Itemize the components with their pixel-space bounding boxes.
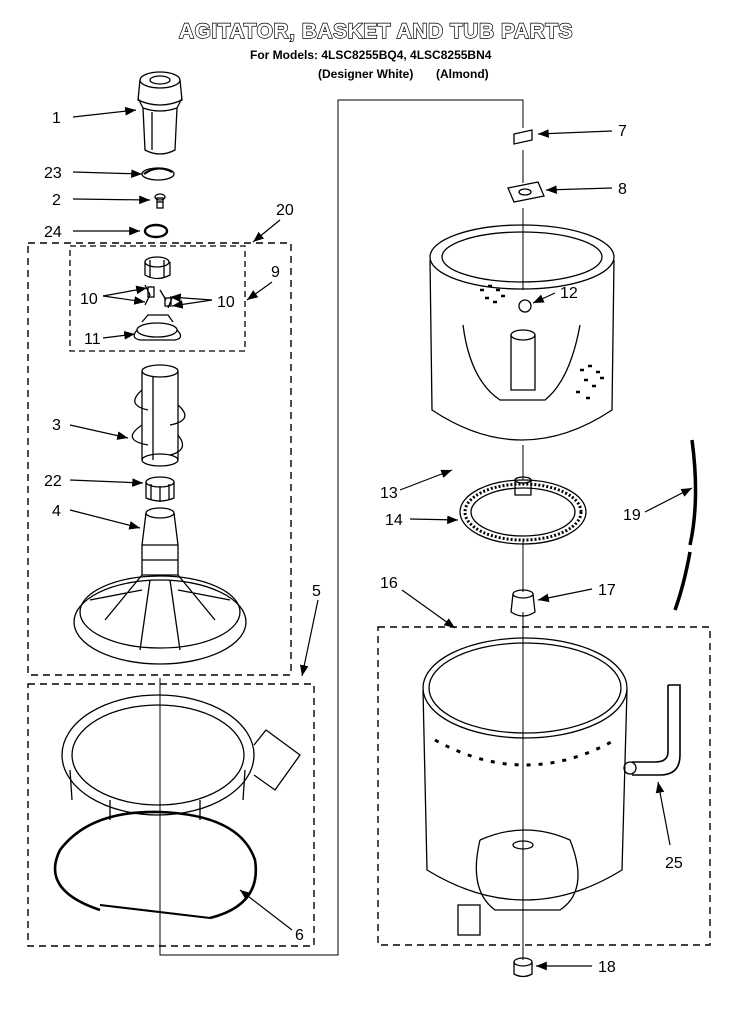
callout-14: 14 [385,512,403,529]
part-9-cam-assembly [133,256,182,341]
callout-4: 4 [52,503,61,520]
callout-5: 5 [312,583,321,600]
callout-22: 22 [44,473,62,490]
part-4-agitator-base [73,507,247,665]
part-23-clip [141,167,175,181]
models-line: For Models: 4LSC8255BQ4, 4LSC8255BN4 [250,48,492,62]
variant-almond: (Almond) [436,67,489,81]
part-24-seal [143,223,169,239]
assembly-box-5 [27,683,315,947]
part-18-nut [513,957,533,978]
callout-3: 3 [52,417,61,434]
part-17-bearing [510,589,536,617]
part-25-drain-hose [623,684,681,776]
callout-17: 17 [598,582,616,599]
callout-23: 23 [44,165,62,182]
callout-18: 18 [598,959,616,976]
part-14-hub [459,476,587,545]
callout-7: 7 [618,123,627,140]
callout-24: 24 [44,224,62,241]
callout-20: 20 [276,202,294,219]
variant-designer-white: (Designer White) [318,67,414,81]
part-3-auger [131,364,186,467]
part-16-outer-tub [422,637,628,936]
callout-11: 11 [84,331,101,348]
callout-13: 13 [380,485,398,502]
leader-lines [69,106,693,971]
callout-9: 9 [271,264,280,281]
part-5-tub-ring [61,694,301,820]
part-1-agitator-cap [137,71,183,155]
part-22-bearing [145,476,175,502]
part-12-nut [518,299,532,313]
callout-10-right: 10 [217,294,235,311]
assembly-box-20 [27,242,292,676]
callout-6: 6 [295,927,304,944]
callout-2: 2 [52,192,61,209]
alignment-lines [159,99,524,960]
callout-10-left: 10 [80,291,98,308]
part-19-hose [673,439,698,611]
part-8-seal [507,181,545,203]
callout-12: 12 [560,285,578,302]
page-title: AGITATOR, BASKET AND TUB PARTS [178,19,574,43]
part-13-basket [429,224,615,441]
callout-16: 16 [380,575,398,592]
callout-1: 1 [52,110,61,127]
part-7-cap [513,129,533,145]
callout-25: 25 [665,855,683,872]
callout-19: 19 [623,507,641,524]
part-6-snap-ring [53,810,258,920]
callout-numbers: 1 23 2 24 20 9 10 10 11 3 22 4 5 6 7 8 1… [44,110,683,976]
callout-8: 8 [618,181,627,198]
part-2-bolt [154,193,166,209]
assembly-box-16 [377,626,711,946]
